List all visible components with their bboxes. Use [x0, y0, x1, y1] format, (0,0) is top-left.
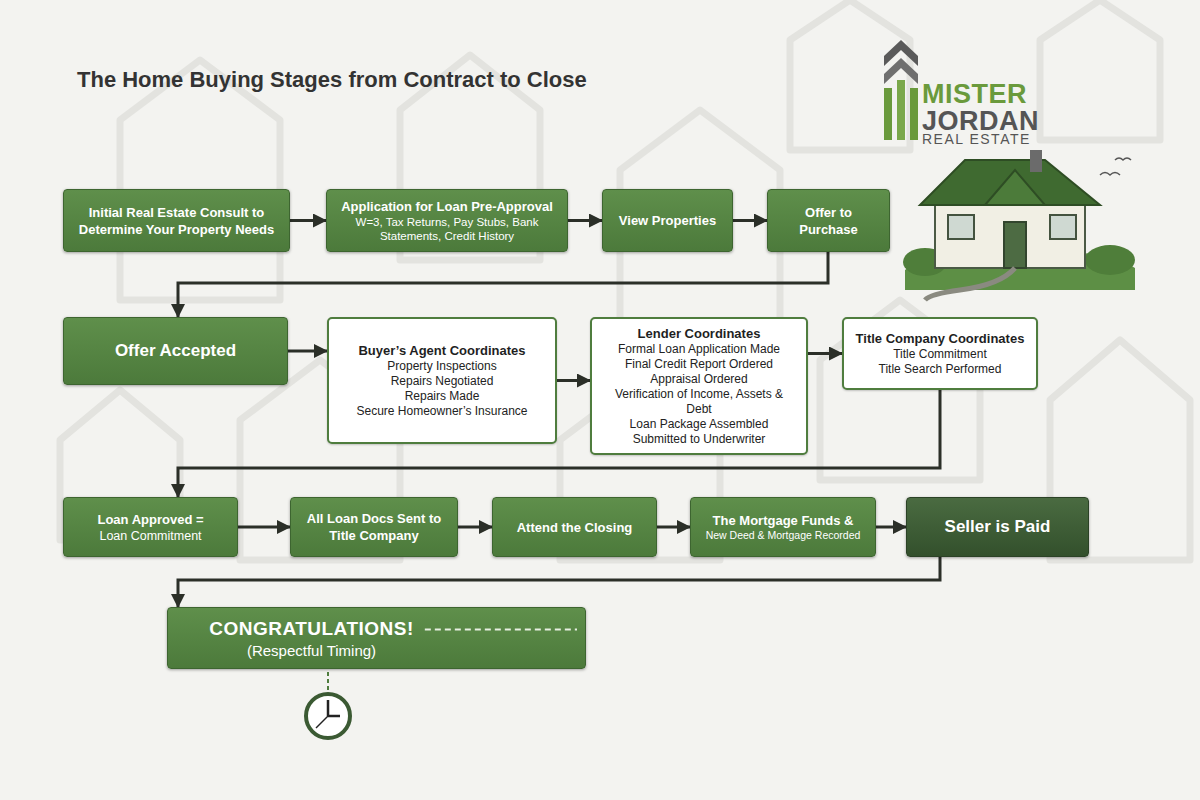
flow-arrow [178, 557, 940, 607]
process-box: Application for Loan Pre-ApprovalW=3, Ta… [326, 189, 568, 252]
house-gable [985, 170, 1045, 205]
process-box: The Mortgage Funds &New Deed & Mortgage … [690, 497, 876, 557]
house-outline [120, 60, 280, 300]
box-text: Secure Homeowner’s Insurance [357, 404, 528, 419]
clock-hand [327, 700, 330, 716]
box-heading: Offer Accepted [115, 341, 236, 361]
box-text: Repairs Made [405, 389, 480, 404]
box-text: Submitted to Underwriter [633, 432, 766, 447]
box-text: Formal Loan Application Made [618, 342, 780, 357]
box-heading: Initial Real Estate Consult to Determine… [74, 204, 279, 238]
box-text: Loan Commitment [99, 528, 201, 544]
diagram-title: The Home Buying Stages from Contract to … [77, 67, 587, 93]
process-box: CONGRATULATIONS!(Respectful Timing) [167, 607, 586, 669]
box-heading: Buyer’s Agent Coordinates [358, 342, 525, 359]
clock-hand [316, 716, 328, 728]
box-heading: View Properties [619, 212, 716, 229]
logo-mark [884, 40, 918, 140]
process-box: Seller is Paid [906, 497, 1089, 557]
flow-arrow [557, 379, 590, 382]
box-heading: Title Company Coordinates [856, 330, 1025, 347]
process-box: Title Company CoordinatesTitle Commitmen… [842, 317, 1038, 390]
flow-arrow [458, 526, 492, 529]
logo-text: MISTER [922, 80, 1027, 108]
flow-arrow [288, 350, 327, 353]
window [1050, 215, 1076, 239]
flow-arrow [876, 526, 906, 529]
box-heading: The Mortgage Funds & [713, 512, 854, 529]
flow-arrow [568, 219, 602, 222]
logo-bar [910, 88, 918, 140]
box-text: W=3, Tax Returns, Pay Stubs, Bank Statem… [337, 215, 557, 243]
house-roof [920, 160, 1100, 205]
house-wall [935, 200, 1085, 268]
clock [306, 672, 350, 738]
box-text: Title Search Performed [879, 362, 1002, 377]
flow-arrow [657, 526, 690, 529]
box-heading: Attend the Closing [517, 519, 633, 536]
process-box: Offer to Purchase [767, 189, 890, 252]
box-heading: Offer to Purchase [778, 204, 879, 238]
process-box: Buyer’s Agent CoordinatesProperty Inspec… [327, 317, 557, 444]
flow-arrow [733, 219, 767, 222]
process-box: Offer Accepted [63, 317, 288, 385]
clock-face [306, 694, 350, 738]
bush [1085, 245, 1135, 275]
box-text: (Respectful Timing) [247, 641, 376, 660]
logo-text: JORDAN [922, 107, 1039, 135]
box-heading: Loan Approved = [97, 511, 203, 528]
flow-arrow [178, 252, 828, 317]
box-text: Repairs Negotiated [391, 374, 494, 389]
door [1004, 222, 1026, 268]
box-text: Title Commitment [893, 347, 987, 362]
box-text: Property Inspections [387, 359, 496, 374]
window [948, 215, 974, 239]
path [925, 268, 1015, 300]
process-box: Lender CoordinatesFormal Loan Applicatio… [590, 317, 808, 455]
birds [1100, 158, 1131, 175]
dashed-leader [327, 672, 329, 694]
logo-bar [897, 80, 905, 140]
box-text: Appraisal Ordered [650, 372, 747, 387]
process-box: All Loan Docs Sent to Title Company [290, 497, 458, 557]
flow-arrow [290, 219, 326, 222]
flow-arrow [238, 526, 290, 529]
process-box: View Properties [602, 189, 733, 252]
box-heading: Application for Loan Pre-Approval [341, 198, 553, 215]
box-text: Verification of Income, Assets & Debt [602, 387, 796, 417]
clock-hand [328, 715, 340, 718]
logo-bar [884, 88, 892, 140]
box-heading: Seller is Paid [945, 517, 1051, 537]
house-illustration [903, 150, 1135, 300]
dashed-line [425, 629, 577, 631]
flow-arrow [178, 390, 940, 497]
chimney [1030, 150, 1042, 172]
logo-text: REAL ESTATE [922, 131, 1031, 147]
process-box: Initial Real Estate Consult to Determine… [63, 189, 290, 252]
background-houses [60, 0, 1190, 560]
box-heading: Lender Coordinates [638, 325, 761, 342]
process-box: Attend the Closing [492, 497, 657, 557]
box-heading: CONGRATULATIONS! [209, 617, 414, 641]
process-box: Loan Approved =Loan Commitment [63, 497, 238, 557]
dashed-line [168, 608, 587, 670]
box-text: New Deed & Mortgage Recorded [706, 529, 861, 542]
flow-arrow [808, 352, 842, 355]
box-text: Loan Package Assembled [630, 417, 769, 432]
house-outline [1040, 0, 1160, 140]
box-heading: All Loan Docs Sent to Title Company [301, 510, 447, 544]
box-text: Final Credit Report Ordered [625, 357, 773, 372]
